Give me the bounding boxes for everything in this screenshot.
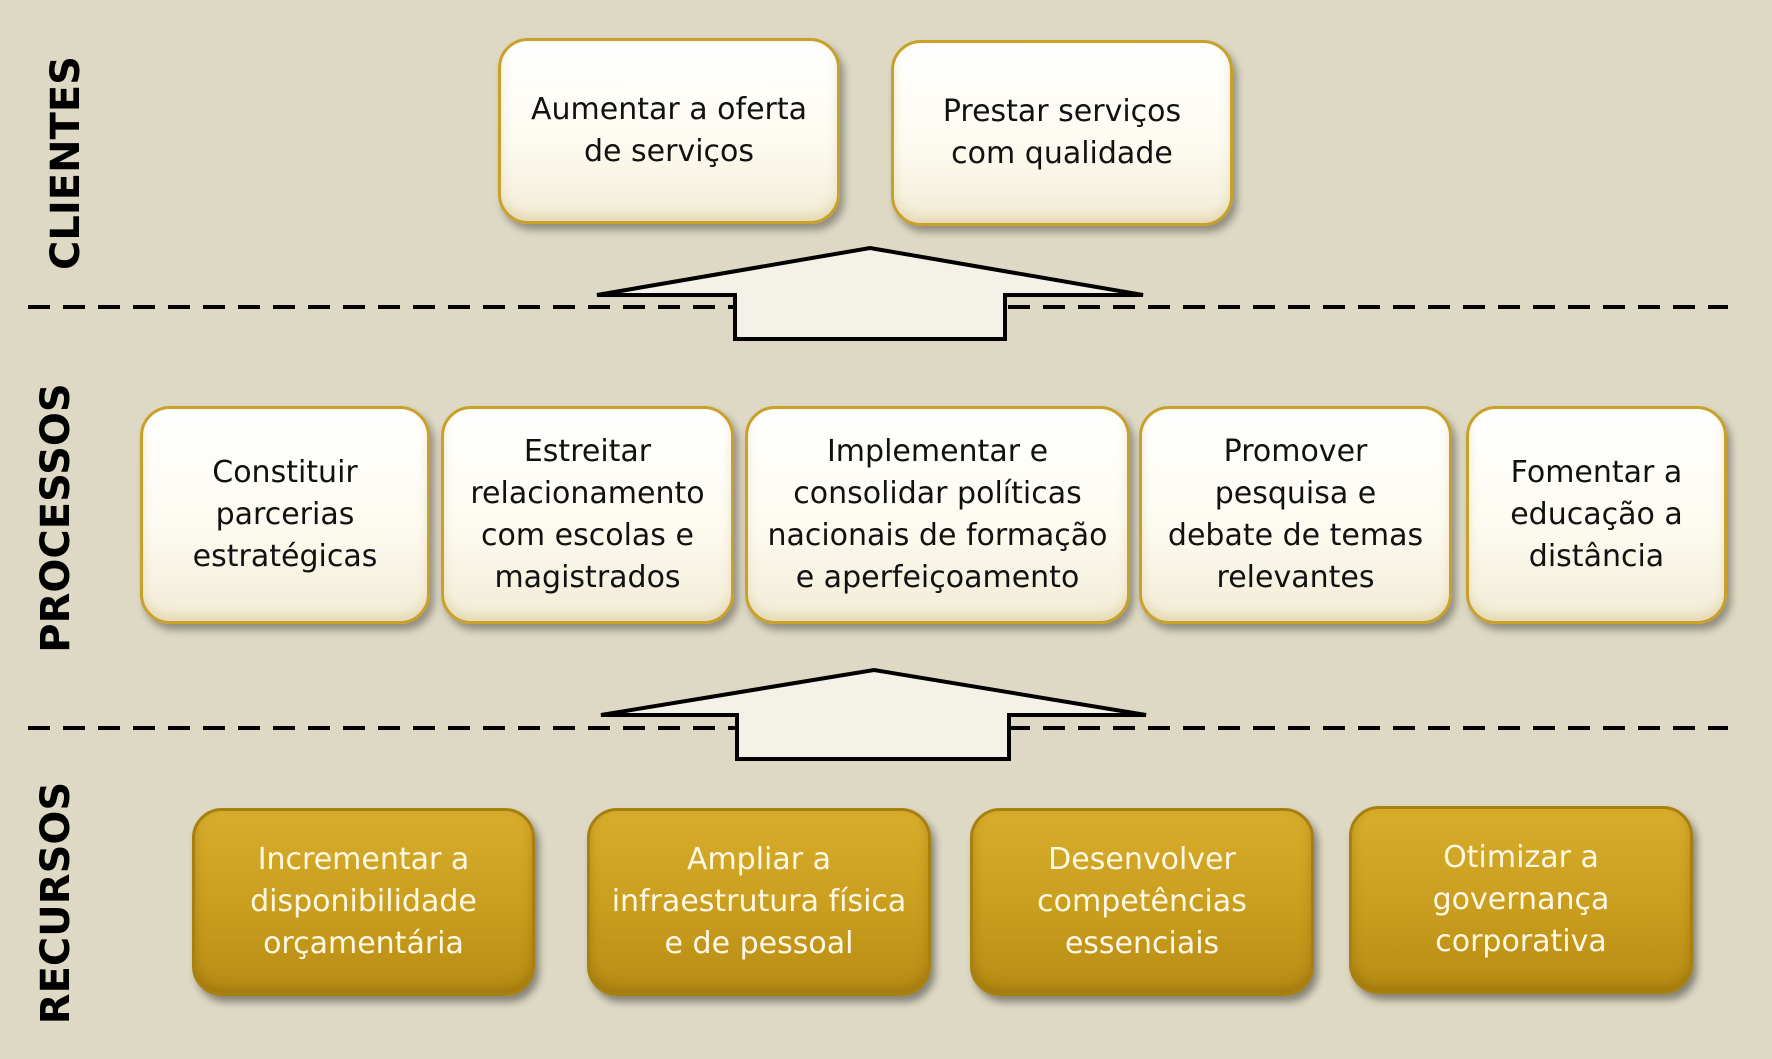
objective-line: de serviços <box>583 134 755 169</box>
objective-line: disponibilidade <box>250 884 477 919</box>
objective-box-promover-pesquisa: Promover pesquisa e debate de temas rele… <box>1139 406 1452 624</box>
objective-box-estreitar-relacionamento: Estreitar relacionamento com escolas e m… <box>441 406 734 624</box>
objective-line: Ampliar a <box>686 842 832 877</box>
up-arrow-icon <box>600 667 1147 761</box>
objective-line: com escolas e <box>481 518 694 553</box>
objective-line: relacionamento <box>470 476 705 511</box>
objective-line: orçamentária <box>263 926 464 961</box>
objective-line: e de pessoal <box>664 926 854 961</box>
objective-line: Aumentar a oferta <box>530 92 808 127</box>
objective-line: Prestar serviços <box>942 94 1182 129</box>
objective-line: Incrementar a <box>257 842 470 877</box>
lane-label-processos: PROCESSOS <box>33 383 79 653</box>
objective-line: parcerias <box>215 497 355 532</box>
objective-line: essenciais <box>1064 926 1220 961</box>
objective-line: distância <box>1528 539 1665 574</box>
objective-line: Otimizar a <box>1443 840 1599 875</box>
up-arrow-icon <box>596 245 1144 341</box>
objective-box-desenvolver-competencias: Desenvolver competências essenciais <box>970 808 1314 996</box>
objective-line: estratégicas <box>192 539 378 574</box>
objective-line: educação a <box>1510 497 1683 532</box>
objective-line: Estreitar <box>523 434 652 469</box>
objective-box-implementar-politicas: Implementar e consolidar políticas nacio… <box>745 406 1130 624</box>
objective-box-incrementar-orcamento: Incrementar a disponibilidade orçamentár… <box>192 808 535 996</box>
objective-line: pesquisa e <box>1214 476 1377 511</box>
objective-line: competências <box>1037 884 1247 919</box>
objective-line: consolidar políticas <box>793 476 1082 511</box>
objective-box-fomentar-educacao: Fomentar a educação a distância <box>1466 406 1727 624</box>
objective-line: Fomentar a <box>1510 455 1683 490</box>
objective-box-ampliar-infraestrutura: Ampliar a infraestrutura física e de pes… <box>587 808 931 996</box>
objective-line: nacionais de formação <box>767 518 1108 553</box>
objective-box-otimizar-governanca: Otimizar a governança corporativa <box>1349 806 1693 994</box>
objective-line: infraestrutura física <box>611 884 907 919</box>
objective-line: e aperfeiçoamento <box>795 560 1080 595</box>
objective-line: Constituir <box>212 455 358 490</box>
objective-line: relevantes <box>1216 560 1375 595</box>
objective-line: Promover <box>1223 434 1368 469</box>
objective-box-aumentar-oferta: Aumentar a oferta de serviços <box>498 38 840 224</box>
objective-box-constituir-parcerias: Constituir parcerias estratégicas <box>140 406 430 624</box>
objective-line: governança <box>1432 882 1610 917</box>
objective-line: Desenvolver <box>1048 842 1236 877</box>
lane-label-recursos: RECURSOS <box>33 781 79 1025</box>
objective-line: com qualidade <box>951 136 1173 171</box>
objective-line: magistrados <box>494 560 681 595</box>
objective-line: debate de temas <box>1167 518 1424 553</box>
objective-box-prestar-servicos: Prestar serviços com qualidade <box>891 40 1233 226</box>
objective-line: corporativa <box>1435 924 1607 959</box>
lane-label-clientes: CLIENTES <box>43 56 89 270</box>
objective-line: Implementar e <box>826 434 1049 469</box>
